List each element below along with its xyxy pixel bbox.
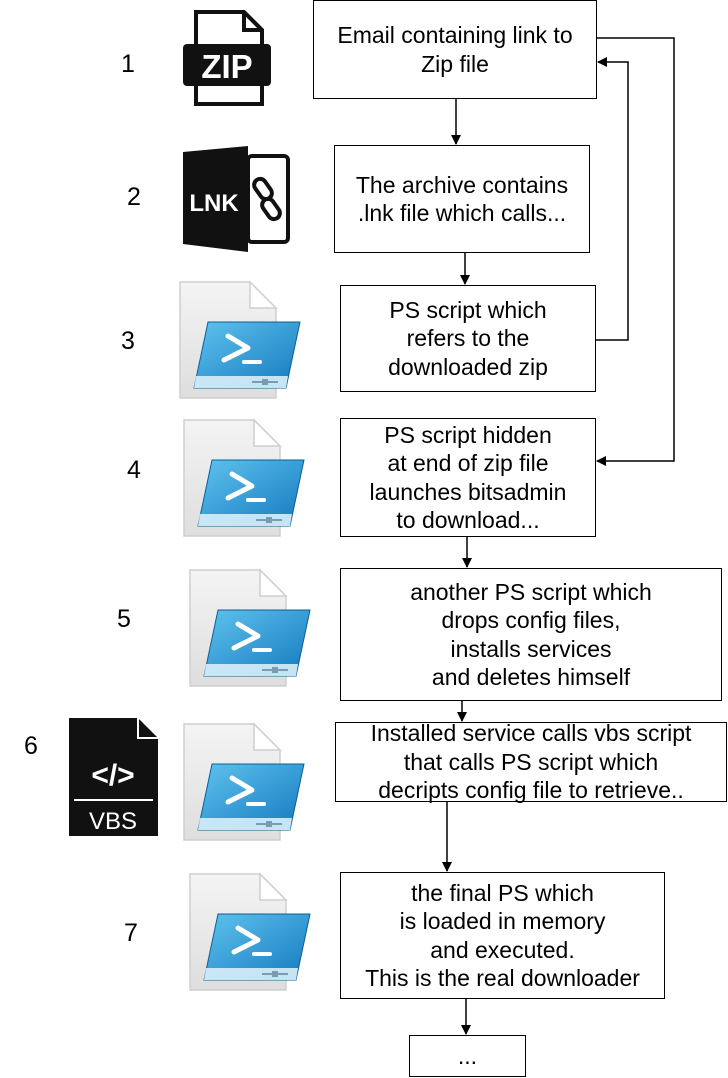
step-1-line-2: Zip file [421,50,489,77]
step-number-5: 5 [117,605,131,633]
step-4-line-4: to download... [396,507,540,533]
step-4-box: PS script hidden at end of zip file laun… [340,418,596,537]
step-number-3: 3 [121,327,135,355]
step-number-2: 2 [127,183,141,211]
final-box-text: ... [457,1042,478,1069]
step-6-line-1: Installed service calls vbs script [370,720,692,747]
step-7-box: the final PS which is loaded in memory a… [340,872,665,999]
step-4-line-3: launches bitsadmin [369,478,567,505]
step-5-line-4: and deletes himself [431,664,631,690]
step-7-line-2: is loaded in memory [399,908,606,934]
lnk-file-icon: LNK [183,146,290,252]
step-7-line-4: This is the real downloader [365,965,640,991]
powershell-script-icon [179,280,301,399]
step-5-line-1: another PS script which [410,578,652,605]
step-5-box: another PS script which drops config fil… [340,568,722,701]
powershell-script-icon [189,872,311,991]
step-6-box: Installed service calls vbs script that … [335,720,727,804]
zip-file-icon: ZIP [183,10,271,106]
step-5-line-2: drops config files, [441,607,621,633]
zip-icon-label: ZIP [201,48,252,85]
vbs-file-icon: </> VBS [69,718,158,836]
step-4-line-2: at end of zip file [387,450,549,476]
step-6-line-3: decripts config file to retrieve.. [378,777,684,804]
step-number-1: 1 [121,50,135,78]
step-2-line-1: The archive contains [355,171,569,198]
powershell-script-icon [183,418,305,537]
powershell-script-icon [183,722,305,841]
step-1-box: Email containing link to Zip file [313,0,597,99]
connector-1-to-4 [596,37,675,466]
step-2-line-2: .lnk file which calls... [357,200,567,226]
final-box: ... [409,1035,526,1077]
step-2-box: The archive contains .lnk file which cal… [334,145,590,253]
connector-3-to-1 [596,57,629,341]
powershell-script-icon [189,568,311,687]
vbs-code-glyph: </> [91,759,134,792]
step-5-line-3: installs services [450,635,612,662]
step-7-line-3: and executed. [430,936,575,963]
step-number-4: 4 [127,456,141,484]
step-3-line-2: refers to the [406,325,530,352]
step-3-line-1: PS script which [389,296,547,323]
step-number-7: 7 [124,919,138,947]
lnk-icon-label: LNK [189,190,239,217]
step-6-line-2: that calls PS script which [403,748,659,775]
step-1-line-1: Email containing link to [337,22,573,48]
chain-link-icon [252,176,282,222]
step-7-line-1: the final PS which [411,879,594,906]
step-number-6: 6 [24,732,38,760]
step-3-line-3: downloaded zip [388,353,548,380]
vbs-icon-label: VBS [89,808,137,835]
step-3-box: PS script which refers to the downloaded… [340,285,596,392]
step-4-line-1: PS script hidden [384,421,552,448]
